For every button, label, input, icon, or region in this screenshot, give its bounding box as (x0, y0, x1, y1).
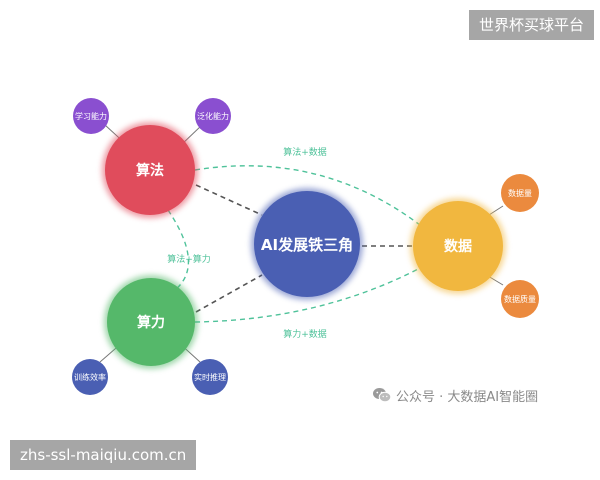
credit-text: 公众号 · 大数据AI智能圈 (396, 389, 539, 405)
satellite-training-label: 训练效率 (74, 372, 106, 382)
edge-label-algorithm-compute: 算法+算力 (167, 253, 211, 265)
edge-algorithm-data (194, 165, 421, 226)
connector-algorithm-center (195, 184, 263, 216)
satellite-learning-label: 学习能力 (75, 111, 107, 121)
edge-algorithm-compute (167, 209, 189, 291)
compute-node: 算力 (104, 275, 198, 369)
algorithm-label: 算法 (136, 162, 164, 179)
satellite-quantity: 数据量 (501, 174, 539, 212)
credit: 公众号 · 大数据AI智能圈 (372, 384, 538, 406)
satellite-training: 训练效率 (72, 359, 108, 395)
satellite-learning: 学习能力 (73, 98, 109, 134)
wechat-icon (373, 388, 392, 403)
algorithm-node: 算法 (102, 122, 198, 218)
satellite-inference: 实时推理 (192, 359, 228, 395)
satellite-generalization-label: 泛化能力 (197, 111, 229, 121)
data-node: 数据 (410, 198, 506, 294)
center-node: AI发展铁三角 (251, 188, 363, 300)
satellite-inference-label: 实时推理 (194, 372, 226, 382)
satellite-quality: 数据质量 (501, 280, 539, 318)
satellite-quantity-label: 数据量 (508, 188, 532, 198)
compute-label: 算力 (137, 314, 165, 331)
edge-compute-data (194, 267, 421, 323)
connector-compute-center (195, 274, 263, 313)
center-label: AI发展铁三角 (261, 236, 353, 254)
watermark-top: 世界杯买球平台 (468, 10, 594, 40)
satellite-generalization: 泛化能力 (195, 98, 231, 134)
satellite-quality-label: 数据质量 (504, 294, 536, 304)
edge-label-compute-data: 算力+数据 (283, 328, 327, 340)
watermark-bottom: zhs-ssl-maiqiu.com.cn (10, 440, 197, 470)
edge-label-algorithm-data: 算法+数据 (283, 146, 327, 158)
data-label: 数据 (444, 238, 472, 255)
